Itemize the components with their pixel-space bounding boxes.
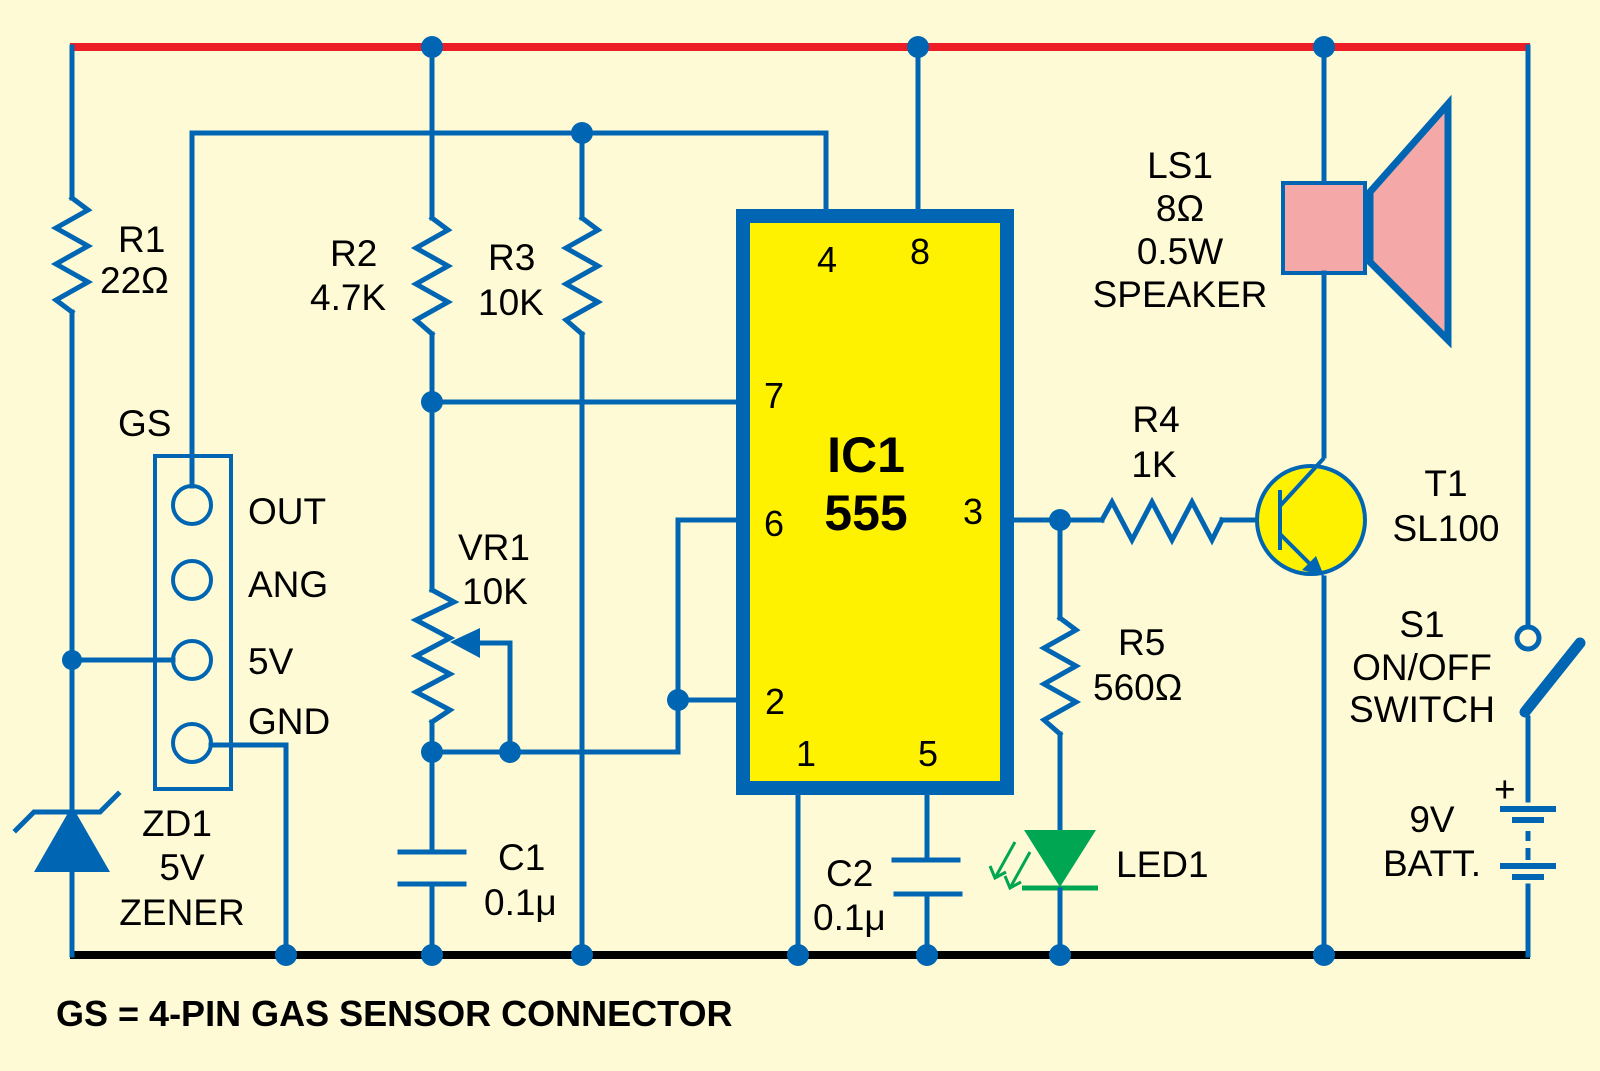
ic1-pin-7: 7 [764, 375, 784, 416]
gs-pin-out [171, 484, 213, 526]
gs-ref-label: GS [118, 403, 171, 444]
r2-resistor [410, 214, 454, 338]
ic1-pin-8: 8 [910, 231, 930, 272]
c2-ref-label: C2 [826, 853, 873, 894]
ic1-pin-1: 1 [796, 733, 816, 774]
gs-pin-label-ang: ANG [248, 564, 328, 605]
s1-desc-label: SWITCH [1349, 689, 1495, 730]
r4-value-label: 1K [1131, 444, 1177, 485]
s1-type-label: ON/OFF [1352, 647, 1492, 688]
c2-capacitor [891, 857, 963, 897]
ic1-pin-3: 3 [963, 491, 983, 532]
transistor-t1-icon [1255, 456, 1367, 576]
zd1-voltage-label: 5V [159, 847, 205, 888]
ic1-pin-6: 6 [764, 503, 784, 544]
battery-voltage-label: 9V [1409, 799, 1455, 840]
zd1-ref-label: ZD1 [142, 803, 212, 844]
r1-value-label: 22Ω [100, 260, 169, 301]
gs-pin-5v [171, 639, 213, 681]
r5-value-label: 560Ω [1093, 667, 1182, 708]
r2-ref-label: R2 [330, 233, 377, 274]
zener-diode-icon [12, 790, 122, 872]
gs-pin-label-5v: 5V [248, 641, 294, 682]
r5-ref-label: R5 [1118, 622, 1165, 663]
ic1-ref-label: IC1 [827, 427, 905, 483]
ic1-pin-5: 5 [918, 733, 938, 774]
ic1-pin-2: 2 [765, 681, 785, 722]
c1-capacitor [397, 849, 467, 887]
battery-plus-label: + [1494, 769, 1516, 810]
r2-value-label: 4.7K [310, 277, 386, 318]
s1-ref-label: S1 [1399, 604, 1444, 645]
battery-icon [1500, 806, 1556, 880]
r5-resistor [1038, 614, 1082, 738]
battery-type-label: BATT. [1383, 843, 1481, 884]
c1-value-label: 0.1μ [484, 882, 557, 923]
r3-value-label: 10K [478, 282, 544, 323]
ic1-part-label: 555 [824, 485, 907, 541]
c1-ref-label: C1 [498, 837, 545, 878]
r1-ref-label: R1 [118, 219, 165, 260]
r3-ref-label: R3 [488, 237, 535, 278]
t1-ref-label: T1 [1424, 463, 1467, 504]
gs-pin-ang [171, 559, 213, 601]
ls1-power-label: 0.5W [1137, 231, 1223, 272]
r4-ref-label: R4 [1132, 399, 1179, 440]
vr1-ref-label: VR1 [458, 527, 530, 568]
led-icon [988, 830, 1098, 891]
speaker-icon [1281, 94, 1452, 349]
gs-pin-gnd [171, 722, 213, 764]
gs-pin-label-gnd: GND [248, 701, 330, 742]
ls1-impedance-label: 8Ω [1156, 188, 1204, 229]
on-off-switch-icon[interactable] [1514, 624, 1586, 718]
vr1-value-label: 10K [462, 571, 528, 612]
ls1-type-label: SPEAKER [1093, 274, 1268, 315]
footnote: GS = 4-PIN GAS SENSOR CONNECTOR [56, 993, 732, 1034]
r4-resistor [1098, 496, 1226, 546]
ic1-pin-4: 4 [817, 239, 837, 280]
t1-part-label: SL100 [1393, 508, 1500, 549]
ls1-ref-label: LS1 [1147, 145, 1213, 186]
led1-ref-label: LED1 [1116, 844, 1209, 885]
ic1-555-timer [736, 209, 1014, 795]
c2-value-label: 0.1μ [813, 897, 886, 938]
gs-pin-label-out: OUT [248, 491, 326, 532]
zd1-type-label: ZENER [119, 892, 244, 933]
r3-resistor [560, 214, 604, 338]
vr1-potentiometer [410, 586, 513, 755]
gas-sensor-connector [153, 454, 233, 791]
